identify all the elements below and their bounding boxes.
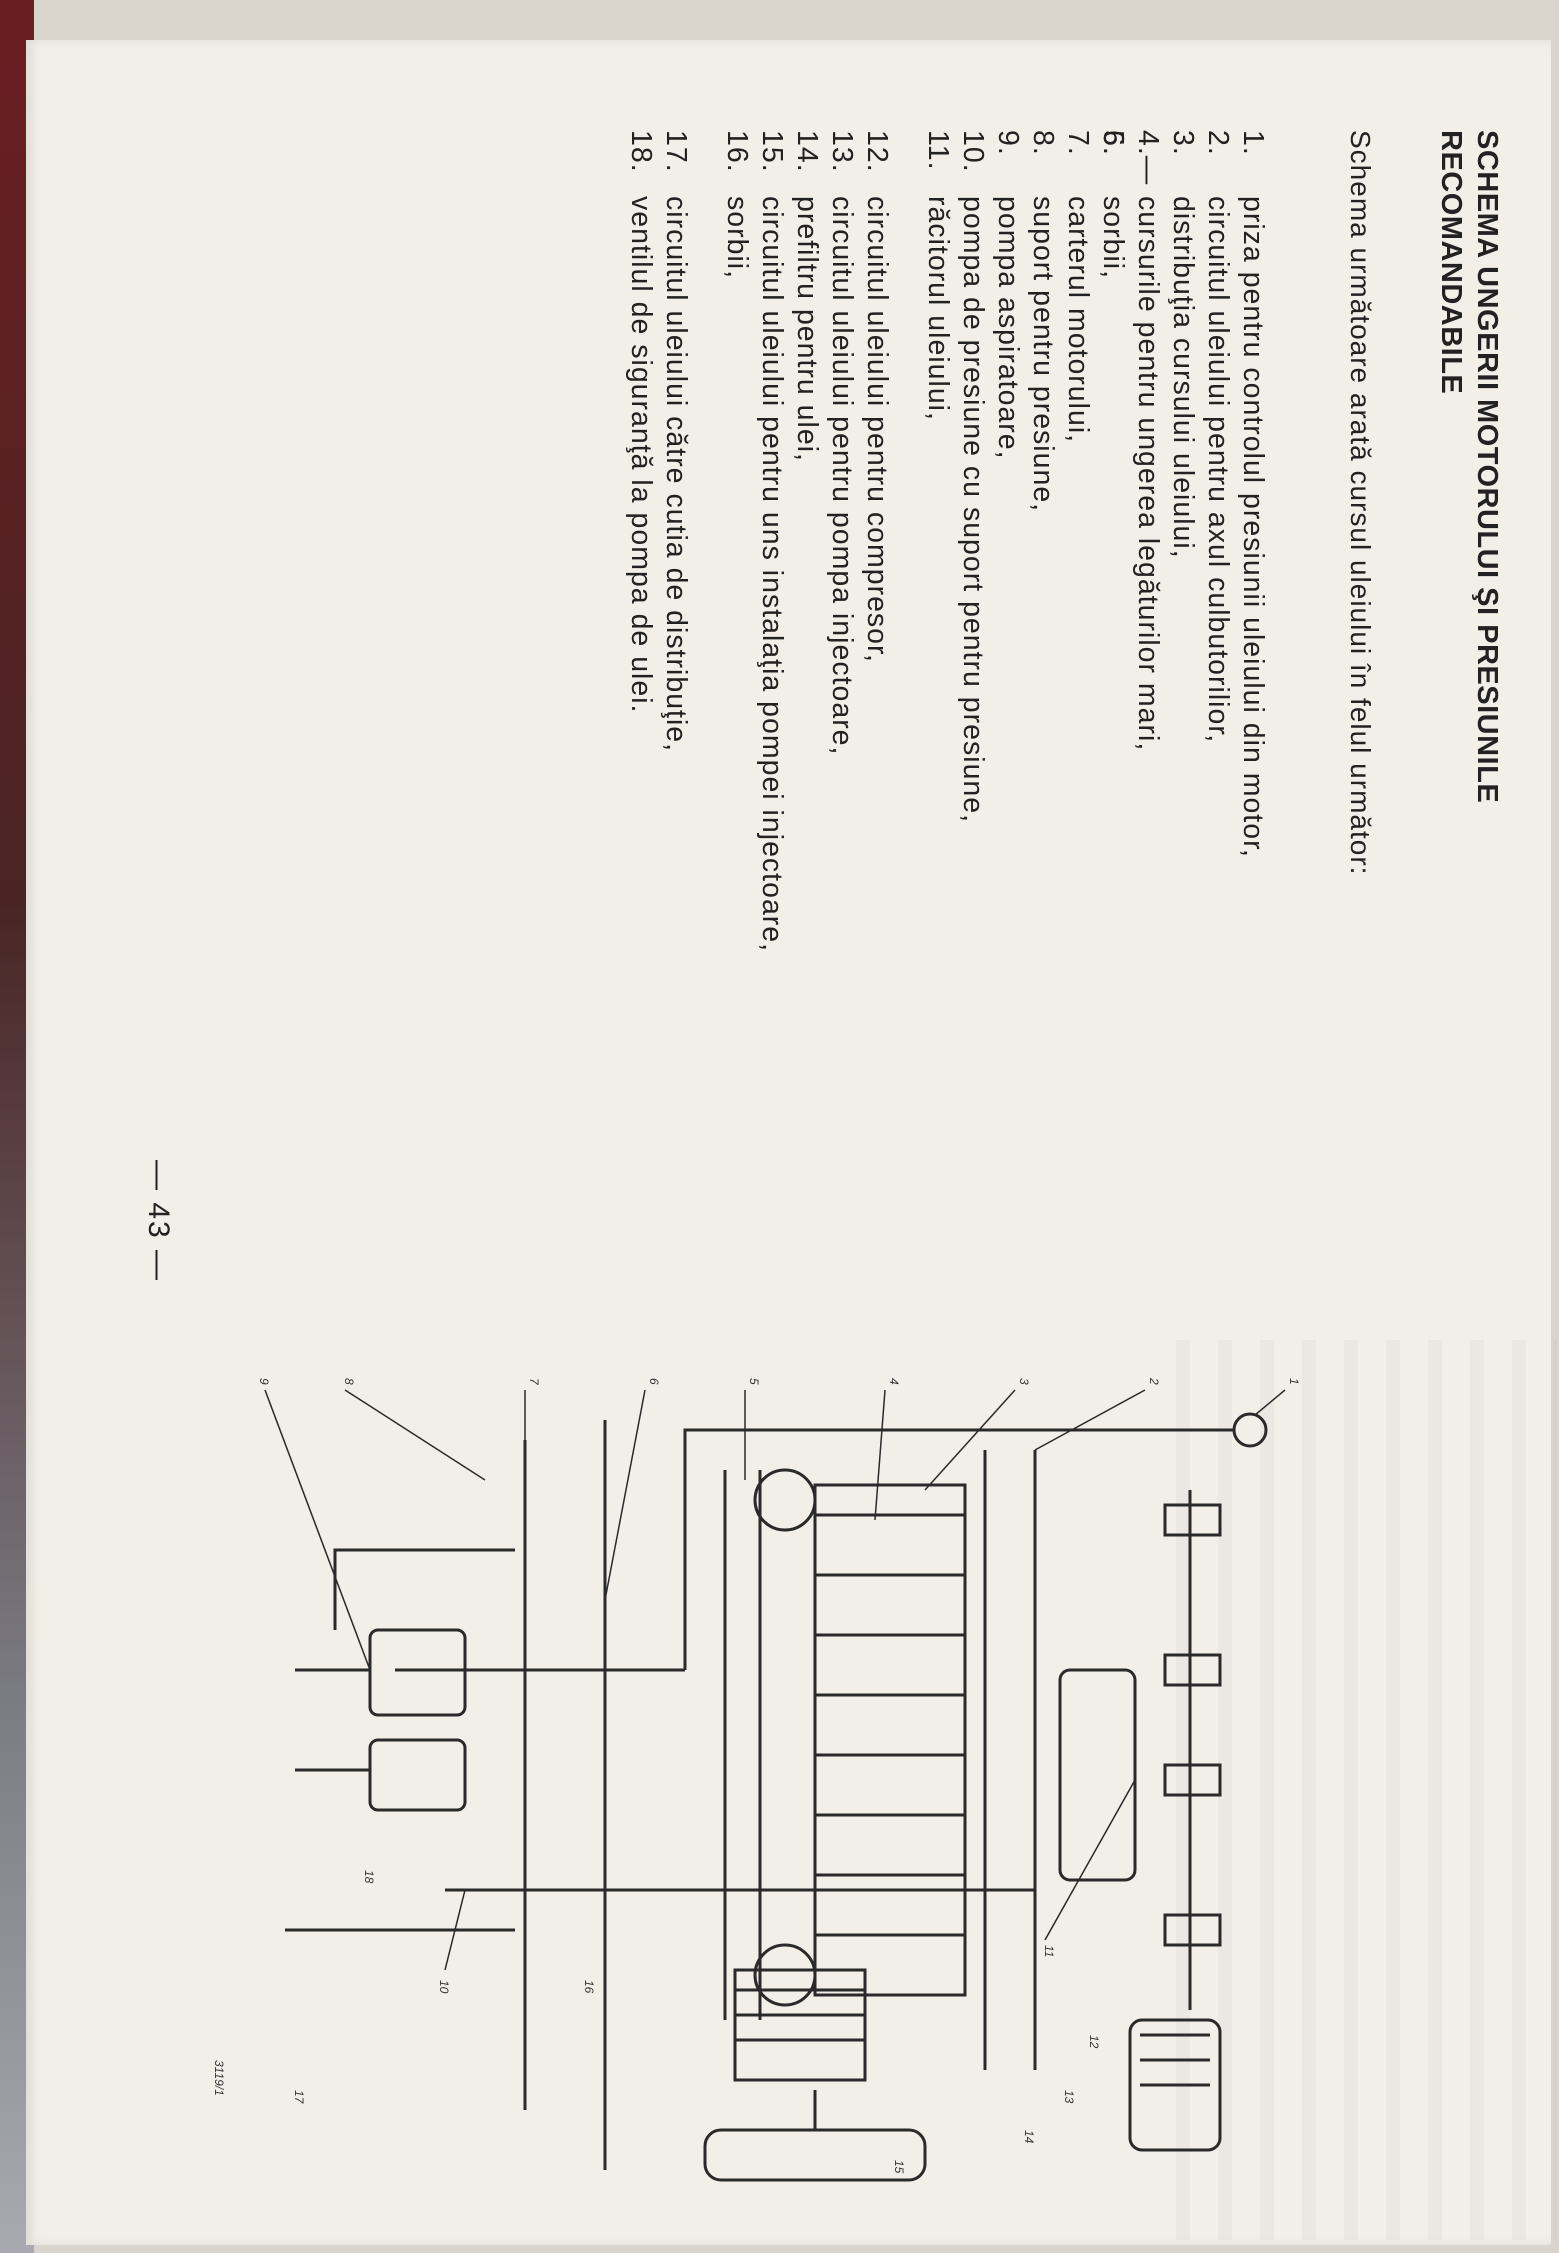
legend-item-text: circuitul uleiului pentru uns instalaţia… bbox=[756, 196, 788, 953]
legend-item-text: pompa aspiratoare, bbox=[992, 196, 1024, 460]
legend-item-number: 12. bbox=[861, 130, 893, 173]
legend-item-number: 18. bbox=[625, 130, 657, 173]
diagram-label: 11 bbox=[1042, 1945, 1056, 1957]
legend-item: 4.—5.cursurile pentru ungerea legăturilo… bbox=[1097, 130, 1165, 1360]
diagram-code: 3119/1 bbox=[212, 2060, 226, 2096]
legend-item-number: 14. bbox=[791, 130, 823, 173]
legend-item-text: ventilul de siguranţă la pompa de ulei. bbox=[625, 196, 657, 714]
legend-item-number: 9. bbox=[992, 130, 1024, 156]
diagram-label: 17 bbox=[292, 2090, 306, 2105]
gear-left bbox=[753, 1468, 817, 1532]
title-line-1: SCHEMA UNGERII MOTORULUI ŞI PRESIUNILE bbox=[1471, 130, 1503, 804]
diagram-label: 10 bbox=[437, 1980, 451, 1994]
legend-item-text: sorbii, bbox=[1097, 196, 1129, 280]
legend-item-number: 17. bbox=[660, 130, 692, 173]
diagram-label: 15 bbox=[892, 2160, 906, 2174]
legend-item-text: cursurile pentru ungerea legăturilor mar… bbox=[1132, 196, 1164, 752]
legend-item-text: priza pentru controlul presiunii uleiulu… bbox=[1237, 196, 1269, 858]
legend-item-text: circuitul uleiului pentru pompa injectoa… bbox=[826, 196, 858, 756]
crankshaft bbox=[813, 1483, 967, 1997]
legend-item-number: 13. bbox=[826, 130, 858, 173]
legend-item: 1. priza pentru controlul presiunii uleiu… bbox=[1235, 130, 1270, 1360]
legend-item-number: 7. bbox=[1062, 130, 1094, 156]
diagram-label: 6 bbox=[647, 1378, 661, 1385]
oil-filter bbox=[1058, 1668, 1137, 1882]
legend-item-text: prefiltru pentru ulei, bbox=[791, 196, 823, 462]
legend-item-number: 1. bbox=[1237, 130, 1269, 156]
diagram-label: 16 bbox=[582, 1980, 596, 1994]
leader-lines bbox=[264, 1389, 1286, 1971]
gear-right bbox=[753, 1943, 817, 2007]
legend-item-text: răcitorul uleiului, bbox=[922, 196, 954, 421]
pressure-gauge bbox=[1232, 1412, 1268, 1448]
diagram-label: 2 bbox=[1147, 1377, 1161, 1385]
injection-pump bbox=[733, 1968, 867, 2082]
title-line-2: RECOMANDABILE bbox=[1435, 130, 1467, 395]
legend-item-number: 6. bbox=[1097, 130, 1129, 156]
legend-item-text: pompa de presiune cu suport pentru presi… bbox=[957, 196, 989, 824]
legend-item: 3. distribuţia cursului uleiului, bbox=[1165, 130, 1200, 1360]
diagram-label: 1 bbox=[1287, 1378, 1301, 1385]
diagram-label: 9 bbox=[257, 1378, 271, 1385]
diagram-label: 4 bbox=[887, 1378, 901, 1385]
legend-item-number: 8. bbox=[1027, 130, 1059, 156]
diagram-label: 3 bbox=[1017, 1378, 1031, 1385]
legend-item: 8. suport pentru presiune, bbox=[1025, 130, 1060, 1360]
diagram-label: 12 bbox=[1087, 2035, 1101, 2049]
legend-item: 10. pompa de presiune cu suport pentru pr… bbox=[955, 130, 990, 1360]
suction-pump bbox=[368, 1738, 467, 1812]
legend-item-number: 3. bbox=[1167, 130, 1199, 156]
legend-item: 12. circuitul uleiului pentru compresor, bbox=[859, 130, 894, 1360]
bleed-through bbox=[1176, 1340, 1556, 2240]
legend-item: 18. ventilul de siguranţă la pompa de ule… bbox=[623, 130, 658, 1360]
legend-item: 9. pompa aspiratoare, bbox=[990, 130, 1025, 1360]
legend-item-text: circuitul uleiului pentru compresor, bbox=[861, 196, 893, 663]
legend-item-text: suport pentru presiune, bbox=[1027, 196, 1059, 513]
legend-item-number: 15. bbox=[756, 130, 788, 173]
diagram-label: 13 bbox=[1062, 2090, 1076, 2104]
diagram-label: 7 bbox=[527, 1378, 541, 1386]
legend-item: 13. circuitul uleiului pentru pompa injec… bbox=[824, 130, 859, 1360]
legend-item: 14. prefiltru pentru ulei, bbox=[789, 130, 824, 1360]
legend-item-number: 16. bbox=[721, 130, 753, 173]
rocker-arms bbox=[1163, 1503, 1222, 1947]
intro-paragraph: Schema următoare arată cursul uleiului î… bbox=[1345, 130, 1376, 876]
legend-item: 16. sorbii, bbox=[719, 130, 754, 1360]
page-paper bbox=[26, 40, 1556, 2245]
legend-item-number: 10. bbox=[957, 130, 989, 173]
legend-item: 17. circuitul uleiului către cutia de dis… bbox=[658, 130, 693, 1360]
legend-item-number: 11. bbox=[922, 130, 954, 171]
legend-item-text: carterul motorului, bbox=[1062, 196, 1094, 444]
legend-item: 15. circuitul uleiului pentru uns instala… bbox=[754, 130, 789, 1360]
diagram-label: 14 bbox=[1022, 2130, 1036, 2144]
legend-item: 2. circuitul uleiului pentru axul culbuto… bbox=[1200, 130, 1235, 1360]
diagram-label: 18 bbox=[362, 1870, 376, 1884]
legend-item-text: sorbii, bbox=[721, 196, 753, 280]
page-title: SCHEMA UNGERII MOTORULUI ŞI PRESIUNILE R… bbox=[1433, 130, 1505, 1730]
page-number: — 43 — bbox=[142, 1160, 175, 1283]
rotated-page: SCHEMA UNGERII MOTORULUI ŞI PRESIUNILE R… bbox=[135, 110, 1505, 2190]
diagram-label: 8 bbox=[342, 1378, 356, 1385]
legend-item-text: circuitul uleiului către cutia de distri… bbox=[660, 196, 692, 753]
legend-item-text: distribuţia cursului uleiului, bbox=[1167, 196, 1199, 559]
legend-item: 7. carterul motorului, bbox=[1060, 130, 1095, 1360]
pressure-pump bbox=[368, 1628, 467, 1717]
legend-list: 1. priza pentru controlul presiunii uleiu… bbox=[623, 130, 1270, 1360]
legend-item-number: 2. bbox=[1202, 130, 1234, 156]
compressor bbox=[1128, 2018, 1222, 2152]
diagram-label: 5 bbox=[747, 1378, 761, 1385]
legend-item: 6. sorbii, bbox=[1095, 130, 1130, 1360]
legend-item: 11. răcitorul uleiului, bbox=[920, 130, 955, 1360]
legend-item-text: circuitul uleiului pentru axul culbutori… bbox=[1202, 196, 1234, 744]
